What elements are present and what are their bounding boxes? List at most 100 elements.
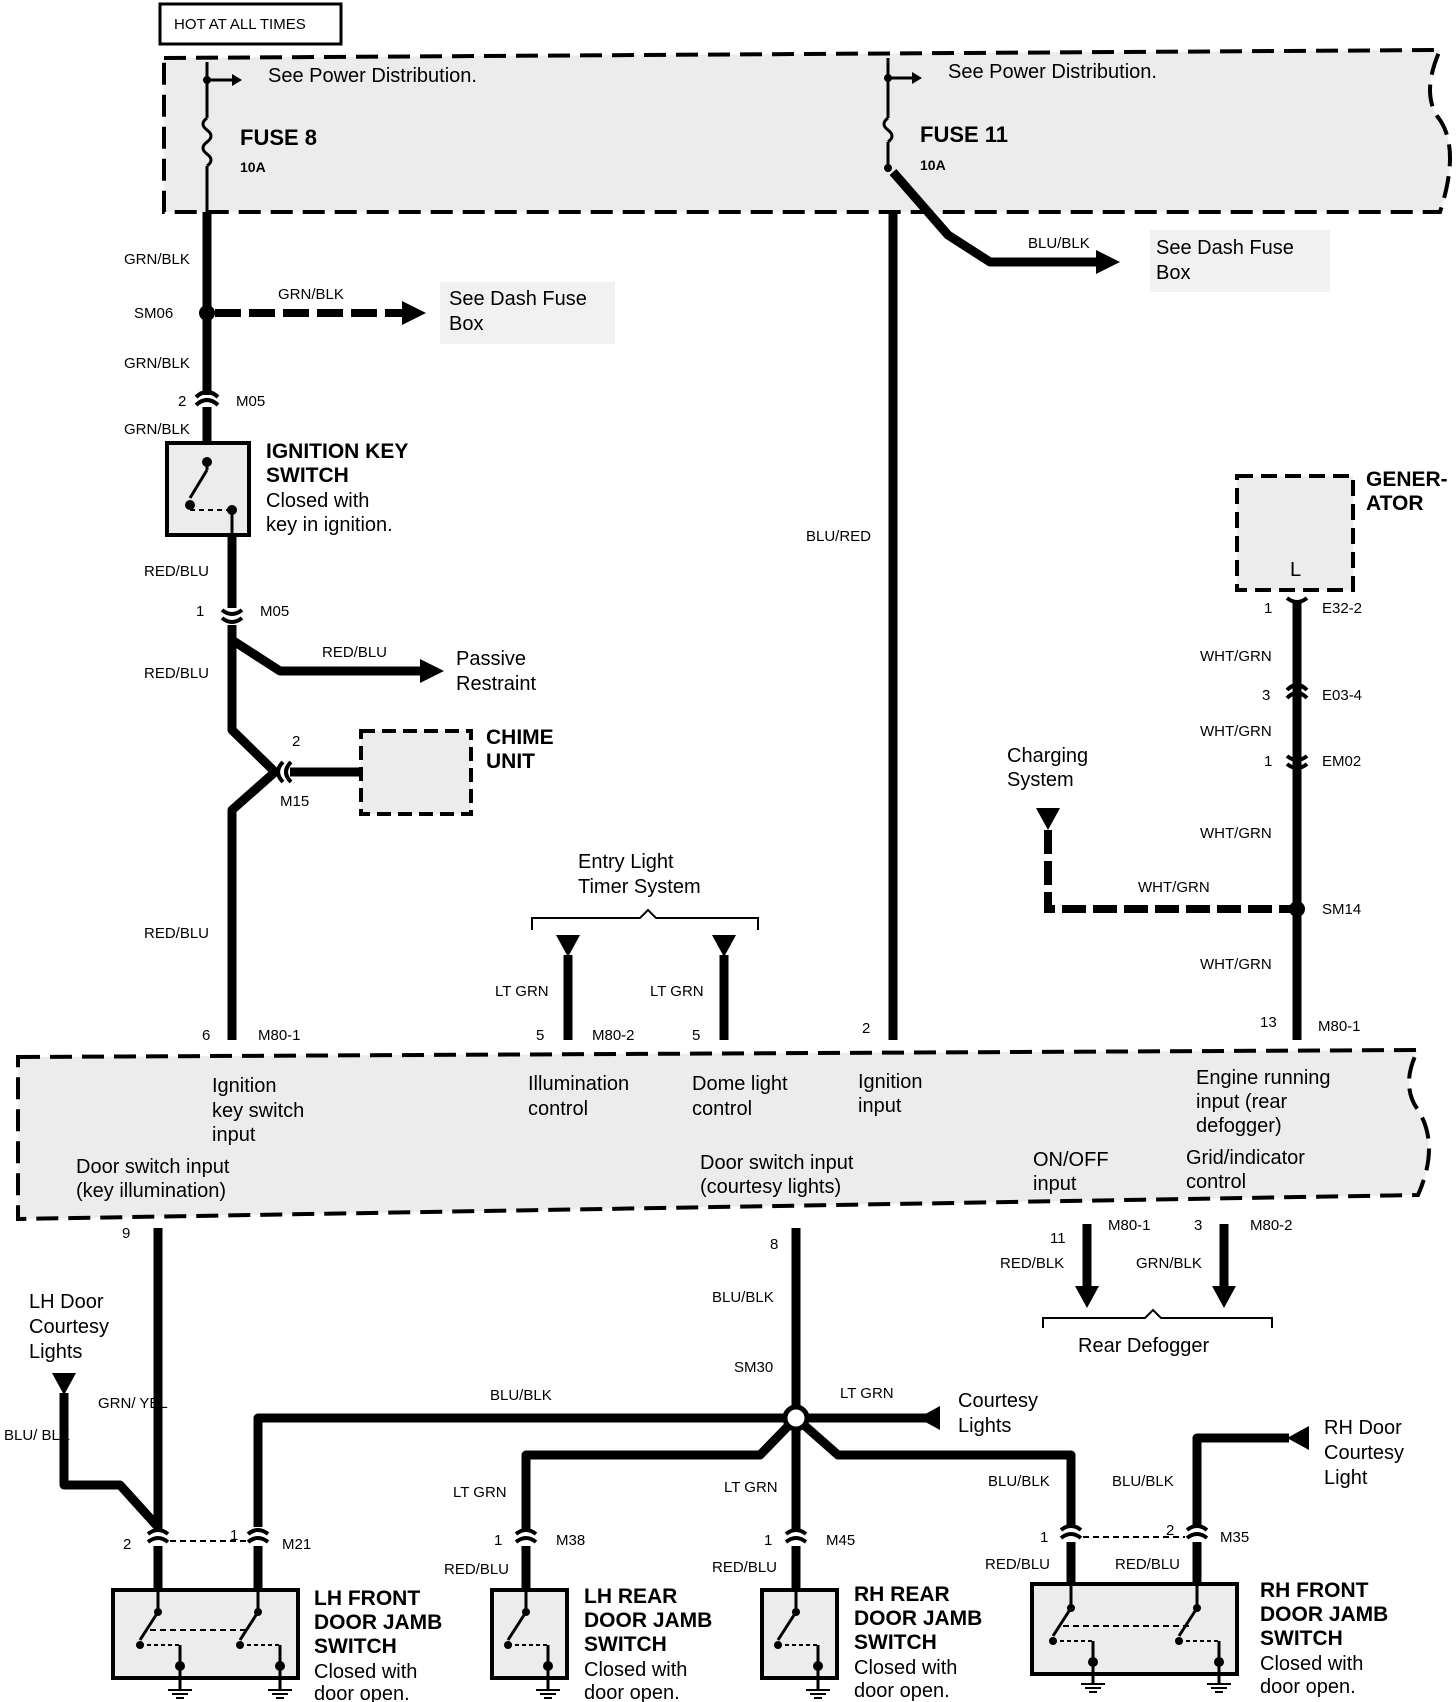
dash-fuse-left-line1: See Dash Fuse [449,288,587,310]
entry-light-label: Entry Light [578,851,674,873]
switch-note: Closed with [1260,1653,1363,1675]
charging-system-label2: System [1007,769,1074,791]
courtesy-lights-label2: Lights [958,1415,1011,1437]
switch-note: Closed with [314,1661,417,1683]
module-label: control [692,1098,752,1120]
pin-label: 3 [1262,687,1270,704]
lh-rear-door-jamb-switch: LH REAR DOOR JAMB SWITCH Closed with doo… [490,1585,712,1702]
arrow-down-icon [1212,1286,1236,1308]
switch-note: door open. [1260,1676,1356,1698]
dash-fuse-left-line2: Box [449,313,483,335]
connector-label: M15 [280,793,309,810]
pin-label: 1 [764,1532,772,1549]
ground-icon [536,1689,560,1699]
wire-label-grn-blk: GRN/BLK [278,286,344,303]
charging-system-label: Charging [1007,745,1088,767]
module-label: Door switch input [700,1152,854,1174]
pin-label: 1 [1264,753,1272,770]
wire-label-blu-blk: BLU/BLK [490,1387,552,1404]
switch-note: door open. [854,1680,950,1702]
pin-label: 5 [536,1027,544,1044]
module-label: Engine running [1196,1067,1331,1089]
bracket [531,908,759,930]
wire-label-lt-grn: LT GRN [724,1479,778,1496]
module-label: control [1186,1171,1246,1193]
connector-icon [1285,691,1309,700]
connector-label: EM02 [1322,753,1361,770]
pin-label: 1 [1264,600,1272,617]
fuse11-see: See Power Distribution. [948,61,1157,83]
bracket [1042,1308,1273,1328]
rh-rear-door-jamb-switch: RH REAR DOOR JAMB SWITCH Closed with doo… [760,1583,982,1702]
wire-blu-blk-rh [793,1414,1076,1527]
arrow-left-icon [1287,1426,1309,1450]
connector-label: M80-1 [1108,1217,1151,1234]
connector-label: M45 [826,1532,855,1549]
connector-label: E03-4 [1322,687,1362,704]
wire-lt-grn-lhrear [521,1414,800,1530]
wire-red-blu-branch [227,625,425,676]
entry-light-label2: Timer System [578,876,701,898]
arrow-down-icon [1075,1286,1099,1308]
wire-label-wht-grn: WHT/GRN [1138,879,1210,896]
switch-title: RH FRONT [1260,1579,1369,1602]
fuse-11: See Power Distribution. FUSE 11 10A [882,58,1157,173]
ground-icon [1207,1683,1231,1693]
wire-label-red-blu: RED/BLU [144,665,209,682]
pin-label: 2 [862,1020,870,1037]
module-label: (courtesy lights) [700,1176,841,1198]
dash-fuse-note [440,282,615,344]
splice-sm06-label: SM06 [134,305,173,322]
switch-title: DOOR JAMB [854,1607,982,1630]
wire-label-wht-grn: WHT/GRN [1200,825,1272,842]
pin-label: 2 [292,733,300,750]
wire-label-lt-grn: LT GRN [453,1484,507,1501]
wire-label-red-blu: RED/BLU [1115,1556,1180,1573]
lh-front-door-jamb-switch: LH FRONT DOOR JAMB SWITCH Closed with do… [111,1587,442,1702]
pin-label: 11 [1050,1230,1066,1247]
arrow-left-icon [918,1406,940,1430]
lh-door-lights-label: LH Door [29,1291,104,1313]
module-label: input [212,1124,256,1146]
wire-label-red-blu: RED/BLU [144,563,209,580]
wire-label-red-blu: RED/BLU [322,644,387,661]
passive-restraint-label2: Restraint [456,673,536,695]
wire-label-blu-blk: BLU/BLK [712,1289,774,1306]
wire-label-blu-blk: BLU/BLK [1028,235,1090,252]
wire-label-grn-blk: GRN/BLK [124,355,190,372]
pin-label: 9 [122,1225,130,1242]
splice-sm30-label: SM30 [734,1359,773,1376]
chime-unit: CHIME UNIT [359,726,554,816]
connector-label: M38 [556,1532,585,1549]
splice-sm14 [1289,901,1305,917]
switch-title: DOOR JAMB [584,1609,712,1632]
ignition-key-switch: IGNITION KEY SWITCH Closed with key in i… [165,440,408,537]
pin-label: 13 [1260,1014,1277,1031]
module-label: ON/OFF [1033,1149,1109,1171]
rear-defogger-label: Rear Defogger [1078,1335,1210,1357]
lh-door-lights-label3: Lights [29,1341,82,1363]
rh-door-light-label: RH Door [1324,1417,1402,1439]
module-label: Door switch input [76,1156,230,1178]
connector-label: M21 [282,1536,311,1553]
switch-title: SWITCH [314,1635,397,1658]
arrow-right-icon [912,72,922,84]
pin-label: 1 [1040,1529,1048,1546]
ground-icon [806,1689,830,1699]
arrow-down-icon [1036,808,1060,830]
ground-icon [268,1689,292,1699]
pin-label: 6 [202,1027,210,1044]
wire-label-lt-grn: LT GRN [495,983,549,1000]
fuse11-name: FUSE 11 [920,122,1008,147]
arrow-right-icon [402,301,426,325]
wire-label-red-blu: RED/BLU [144,925,209,942]
ignition-switch-title2: SWITCH [266,464,349,487]
dash-fuse-note [1150,230,1330,292]
switch-title: DOOR JAMB [1260,1603,1388,1626]
connector-label: E32-2 [1322,600,1362,617]
passive-restraint-label: Passive [456,648,526,670]
connector-icon [1285,762,1309,770]
connector-icon [1285,596,1309,604]
chime-unit-title2: UNIT [486,750,535,773]
wire-label-wht-grn: WHT/GRN [1200,956,1272,973]
